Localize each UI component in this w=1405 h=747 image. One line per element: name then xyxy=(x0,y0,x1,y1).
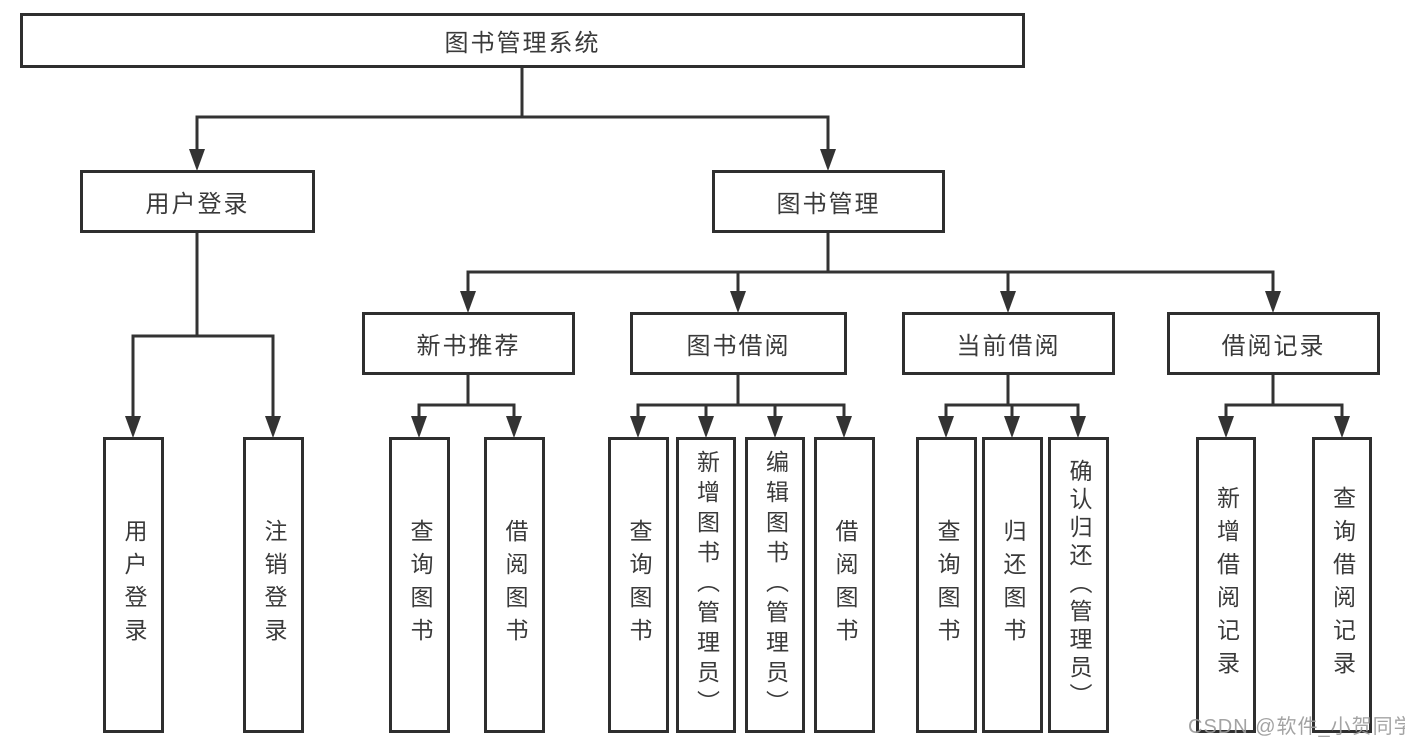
connector-bookmgmt-to-level3 xyxy=(466,233,1275,295)
arrowhead xyxy=(1004,416,1020,438)
node-label: 归还图书 xyxy=(1000,519,1026,651)
leaf-current-return-books: 归还图书 xyxy=(982,437,1043,733)
node-label: 图书管理系统 xyxy=(444,30,601,57)
node-label: 编辑图书（管理员） xyxy=(762,450,789,720)
arrowhead xyxy=(506,416,522,438)
arrowhead xyxy=(265,416,281,438)
node-label: 查询借阅记录 xyxy=(1329,486,1356,684)
arrowhead xyxy=(938,416,954,438)
node-new-book-recommendation: 新书推荐 xyxy=(362,312,575,375)
leaf-current-query-books: 查询图书 xyxy=(916,437,977,733)
leaf-borrowing-edit-books-admin: 编辑图书（管理员） xyxy=(745,437,805,733)
node-book-management: 图书管理 xyxy=(712,170,945,233)
connector-current-to-leaves xyxy=(944,375,1080,421)
arrowhead xyxy=(820,149,836,171)
node-label: 借阅图书 xyxy=(502,519,528,651)
node-label: 用户登录 xyxy=(145,191,250,218)
leaf-user-login: 用户登录 xyxy=(103,437,164,733)
node-label: 图书借阅 xyxy=(686,333,791,360)
node-label: 借阅图书 xyxy=(832,519,858,651)
connector-newbook-to-leaves xyxy=(417,375,516,421)
arrowhead xyxy=(1334,416,1350,438)
leaf-logout-login: 注销登录 xyxy=(243,437,304,733)
leaf-records-add-borrow-record: 新增借阅记录 xyxy=(1196,437,1256,733)
leaf-recommend-query-books: 查询图书 xyxy=(389,437,450,733)
node-label: 新增借阅记录 xyxy=(1213,486,1240,684)
connector-borrowing-to-leaves xyxy=(636,375,846,421)
arrowhead xyxy=(460,291,476,313)
arrowhead xyxy=(630,416,646,438)
connector-records-to-leaves xyxy=(1224,375,1344,421)
node-label: 借阅记录 xyxy=(1221,333,1326,360)
arrowhead xyxy=(1265,291,1281,313)
watermark: CSDN @软件_小贺同学 xyxy=(1188,716,1405,738)
node-label: 注销登录 xyxy=(261,519,287,651)
arrowhead xyxy=(767,416,783,438)
arrowhead xyxy=(698,416,714,438)
arrowhead xyxy=(836,416,852,438)
leaf-current-confirm-return-admin: 确认归还（管理员） xyxy=(1048,437,1109,733)
leaf-recommend-borrow-books: 借阅图书 xyxy=(484,437,545,733)
node-library-management-system: 图书管理系统 xyxy=(20,13,1025,68)
node-borrowing-records: 借阅记录 xyxy=(1167,312,1380,375)
node-label: 当前借阅 xyxy=(956,333,1061,360)
node-label: 图书管理 xyxy=(776,191,881,218)
node-label: 新书推荐 xyxy=(416,333,521,360)
node-current-borrowing: 当前借阅 xyxy=(902,312,1115,375)
leaf-borrowing-borrow-books: 借阅图书 xyxy=(814,437,875,733)
leaf-borrowing-query-books: 查询图书 xyxy=(608,437,669,733)
leaf-records-query-borrow-record: 查询借阅记录 xyxy=(1312,437,1372,733)
node-book-borrowing: 图书借阅 xyxy=(630,312,847,375)
arrowhead xyxy=(189,149,205,171)
arrowhead xyxy=(730,291,746,313)
node-label: 查询图书 xyxy=(934,519,960,651)
connector-userlogin-to-leaves xyxy=(131,233,275,421)
arrowhead xyxy=(125,416,141,438)
connector-root-to-level2 xyxy=(195,68,830,152)
node-label: 确认归还（管理员） xyxy=(1066,459,1092,711)
node-label: 查询图书 xyxy=(407,519,433,651)
node-label: 用户登录 xyxy=(121,519,147,651)
arrowhead xyxy=(411,416,427,438)
arrowhead xyxy=(1000,291,1016,313)
arrowhead xyxy=(1218,416,1234,438)
node-user-login: 用户登录 xyxy=(80,170,315,233)
leaf-borrowing-add-books-admin: 新增图书（管理员） xyxy=(676,437,736,733)
node-label: 新增图书（管理员） xyxy=(693,450,720,720)
arrowhead xyxy=(1070,416,1086,438)
node-label: 查询图书 xyxy=(626,519,652,651)
